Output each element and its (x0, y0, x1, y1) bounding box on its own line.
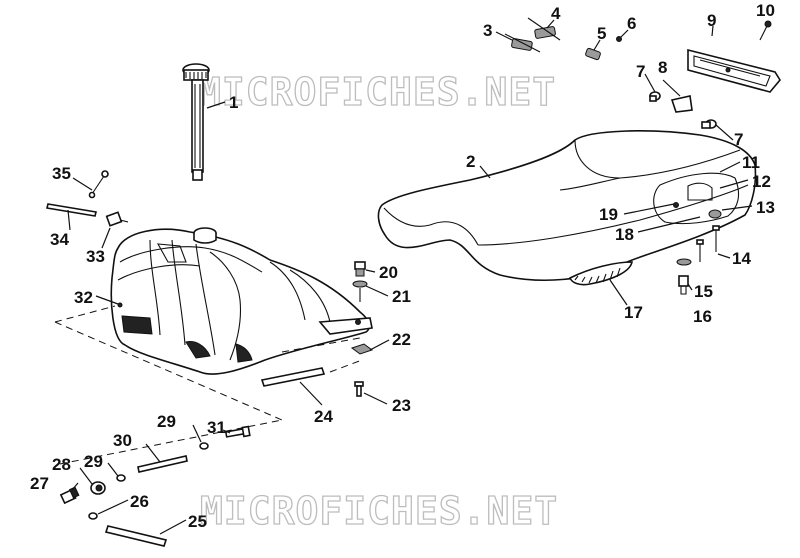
callout-10: 10 (756, 1, 775, 20)
spacer-part-16[interactable] (678, 275, 689, 295)
callout-29b: 29 (157, 412, 176, 431)
connector-part-27[interactable] (59, 486, 80, 505)
callout-19: 19 (599, 205, 618, 224)
callout-13: 13 (756, 198, 775, 217)
bulb-part-8[interactable] (670, 95, 693, 113)
callout-8: 8 (658, 58, 667, 77)
callout-22: 22 (392, 330, 411, 349)
washer-part-15[interactable] (676, 258, 692, 266)
fitting-part-29b[interactable] (199, 442, 209, 450)
callout-21: 21 (392, 287, 411, 306)
callout-11: 11 (742, 153, 760, 172)
fuel-tank-part[interactable] (110, 227, 373, 375)
bulb-part-7a[interactable] (649, 91, 661, 102)
seat-part[interactable] (377, 130, 757, 286)
callout-27: 27 (30, 474, 49, 493)
watermark-bottom: MICROFICHES.NET (200, 489, 558, 533)
fitting-part-33[interactable] (105, 211, 129, 227)
nut-part-20[interactable] (354, 261, 366, 277)
fitting-part-26[interactable] (88, 512, 98, 520)
callout-3: 3 (483, 21, 492, 40)
callout-25: 25 (188, 512, 207, 531)
washer-part-21[interactable] (352, 280, 368, 288)
callout-23: 23 (392, 396, 411, 415)
bulb-part-7b[interactable] (701, 119, 717, 129)
clip-part-5[interactable] (585, 47, 601, 61)
callout-17: 17 (624, 303, 643, 322)
callout-4: 4 (551, 4, 561, 23)
callout-26: 26 (130, 492, 149, 511)
leader-lines (67, 19, 753, 535)
callout-31: 31 (207, 418, 226, 437)
callout-18: 18 (615, 225, 634, 244)
callout-15: 15 (694, 282, 713, 301)
clamp-part-35[interactable] (88, 170, 109, 199)
lens-part-9[interactable] (687, 48, 781, 93)
callout-32: 32 (74, 288, 93, 307)
callout-14: 14 (732, 249, 751, 268)
bolt-part-23[interactable] (354, 381, 364, 397)
watermark-top: MICROFICHES.NET (198, 70, 556, 114)
fitting-part-29a[interactable] (116, 474, 126, 482)
callout-20: 20 (379, 263, 398, 282)
callout-6: 6 (627, 14, 636, 33)
grommet-part-28[interactable] (90, 481, 106, 495)
callout-33: 33 (86, 247, 105, 266)
callout-7a: 7 (636, 62, 645, 81)
bolt-part-14[interactable] (696, 225, 720, 262)
tube-part-25[interactable] (104, 525, 168, 547)
rod-part-30[interactable] (137, 455, 188, 473)
clip-part-3[interactable] (504, 33, 541, 53)
callout-9: 9 (707, 11, 716, 30)
callout-24: 24 (314, 407, 333, 426)
plate-part-22[interactable] (350, 343, 374, 355)
callout-34: 34 (50, 230, 69, 249)
callout-12: 12 (752, 172, 771, 191)
callout-5: 5 (597, 24, 606, 43)
fuel-sender-part[interactable] (182, 63, 210, 181)
callout-30: 30 (113, 431, 132, 450)
callout-7b: 7 (734, 130, 743, 149)
clip-part-4[interactable] (527, 17, 561, 41)
screw-part-6[interactable] (616, 36, 622, 42)
strap-part-24[interactable] (260, 367, 326, 387)
callout-1: 1 (229, 93, 238, 112)
callout-28: 28 (52, 455, 71, 474)
callout-16: 16 (693, 307, 712, 326)
screw-part-10[interactable] (759, 20, 772, 41)
callout-labels: 1 2 3 4 5 6 7 8 7 9 10 11 12 13 14 15 16… (30, 1, 775, 531)
pin-part-31[interactable] (224, 425, 251, 438)
callout-29a: 29 (84, 452, 103, 471)
callout-2: 2 (466, 152, 475, 171)
hose-part-34[interactable] (46, 203, 97, 217)
callout-35: 35 (52, 164, 71, 183)
